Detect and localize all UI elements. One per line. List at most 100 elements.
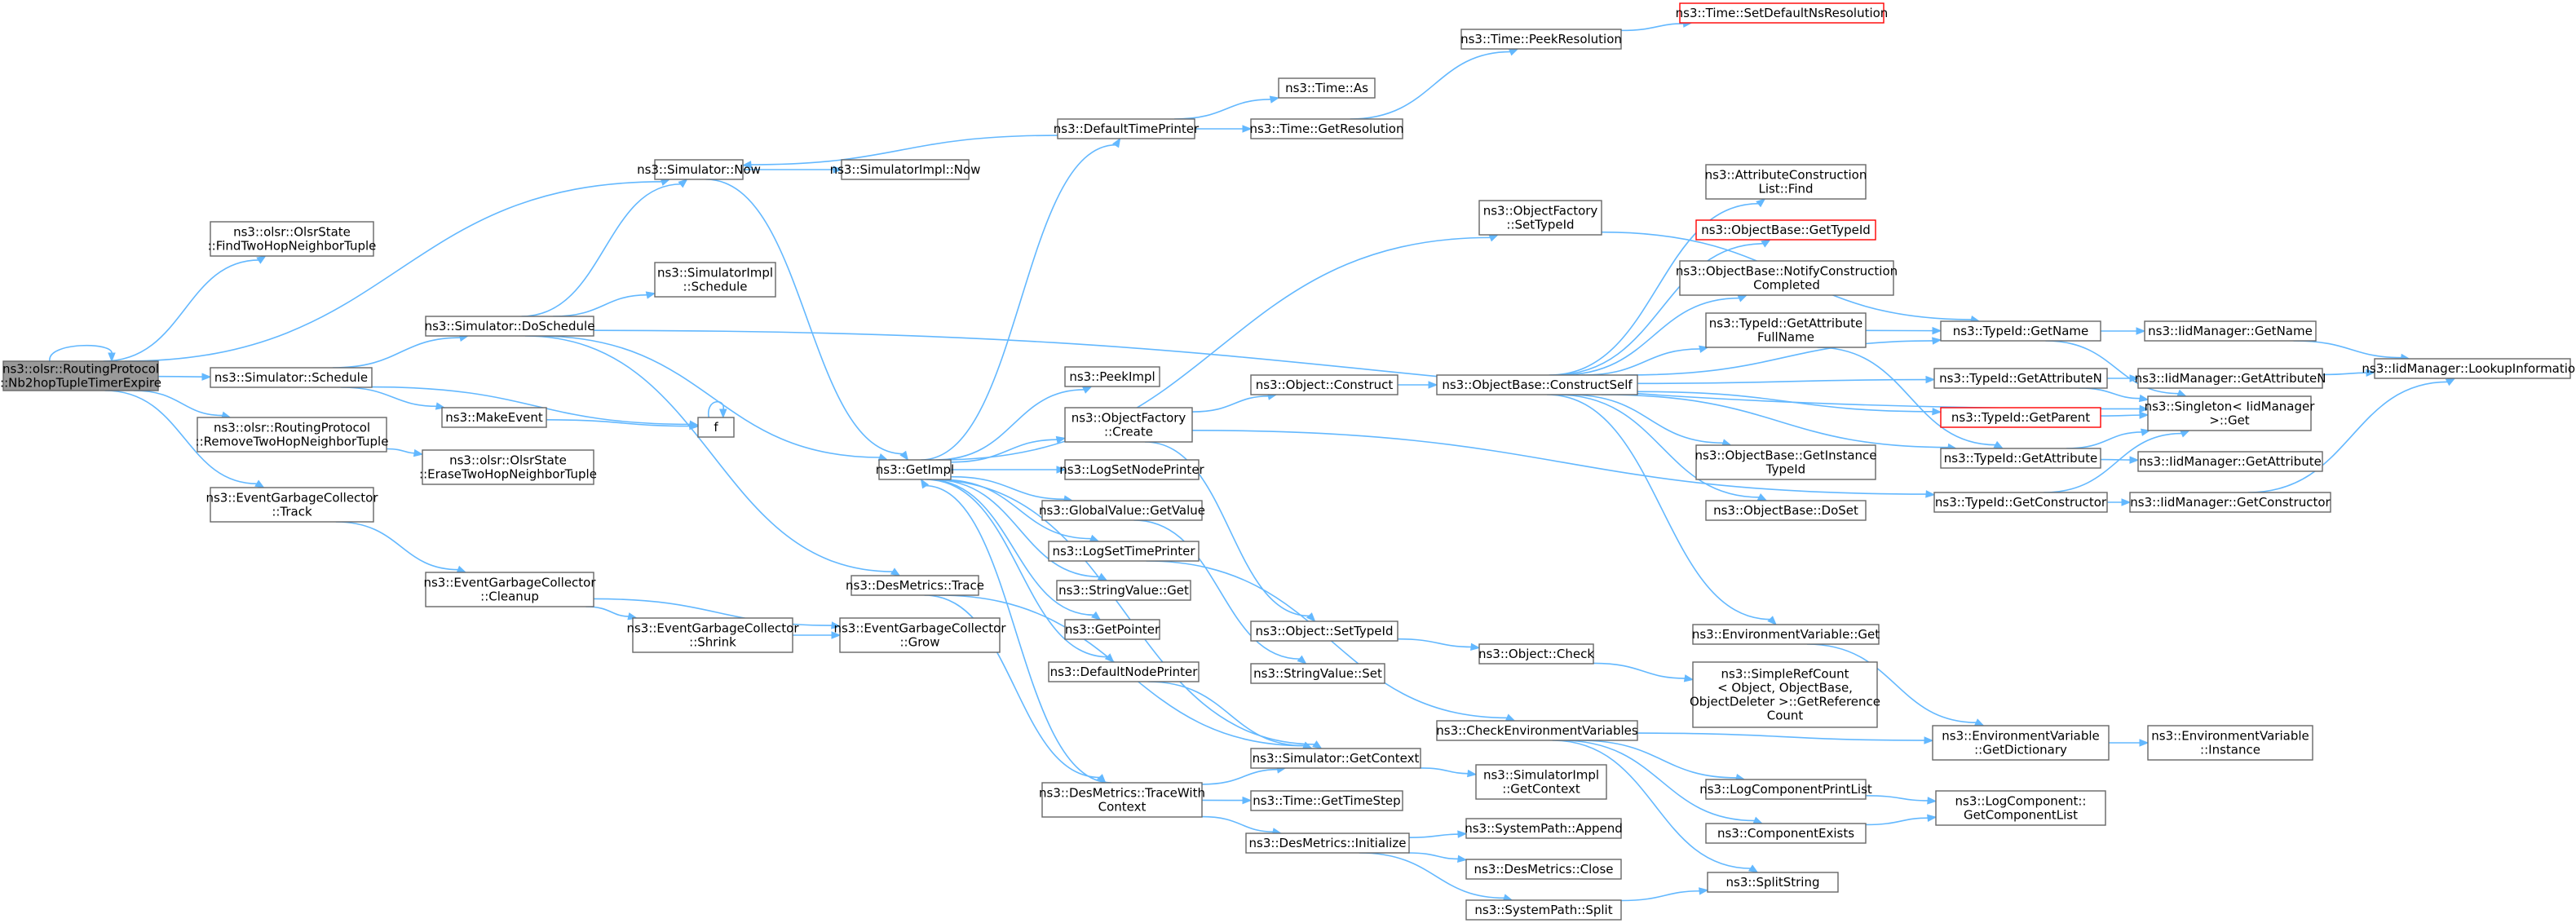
node-log-comp-print[interactable]: ns3::LogComponentPrintList <box>1699 779 1872 800</box>
node-label: ::SetTypeId <box>1506 218 1574 232</box>
node-time-as[interactable]: ns3::Time::As <box>1278 77 1376 99</box>
node-label: ns3::EventGarbageCollector <box>626 621 799 636</box>
node-time-set-def-ns[interactable]: ns3::Time::SetDefaultNsResolution <box>1676 2 1889 24</box>
node-iid-lookup[interactable]: ns3::IidManager::LookupInformation <box>2362 358 2576 379</box>
node-label: ns3::DesMetrics::Trace <box>846 578 984 593</box>
node-label: ns3::Time::PeekResolution <box>1460 32 1622 46</box>
node-sim-do-schedule[interactable]: ns3::Simulator::DoSchedule <box>425 316 595 337</box>
node-f[interactable]: f <box>697 417 735 438</box>
node-label: ns3::EventGarbageCollector <box>423 576 596 590</box>
node-label: ns3::Object::Construct <box>1256 378 1394 392</box>
edge-tid-get-ctor-to-singleton-get <box>2044 430 2190 493</box>
node-gv-get-value[interactable]: ns3::GlobalValue::GetValue <box>1039 500 1205 521</box>
edge-ob-construct-self-to-tid-get-name <box>1624 337 1942 376</box>
node-check-env[interactable]: ns3::CheckEnvironmentVariables <box>1436 720 1638 741</box>
node-sim-schedule[interactable]: ns3::Simulator::Schedule <box>210 367 373 388</box>
node-iid-get-attr[interactable]: ns3::IidManager::GetAttribute <box>2137 451 2323 472</box>
node-obj-construct[interactable]: ns3::Object::Construct <box>1250 374 1398 395</box>
node-erase-two-hop[interactable]: ns3::olsr::OlsrState::EraseTwoHopNeighbo… <box>419 449 597 485</box>
node-time-peek-res[interactable]: ns3::Time::PeekResolution <box>1460 29 1622 50</box>
node-peek-impl[interactable]: ns3::PeekImpl <box>1064 366 1160 387</box>
node-sys-append[interactable]: ns3::SystemPath::Append <box>1465 818 1623 839</box>
node-find-two-hop[interactable]: ns3::olsr::OlsrState::FindTwoHopNeighbor… <box>208 221 377 257</box>
node-log-set-time[interactable]: ns3::LogSetTimePrinter <box>1048 541 1200 562</box>
node-remove-two-hop[interactable]: ns3::olsr::RoutingProtocol::RemoveTwoHop… <box>196 417 389 453</box>
node-obj-check[interactable]: ns3::Object::Check <box>1478 643 1594 665</box>
node-log-comp-get-list[interactable]: ns3::LogComponent::GetComponentList <box>1935 790 2106 826</box>
node-label: f <box>714 420 718 435</box>
edge-ob-construct-self-to-env-get <box>1546 394 1777 625</box>
edge-egc-cleanup-to-egc-shrink <box>585 606 638 620</box>
node-sim-impl-now[interactable]: ns3::SimulatorImpl::Now <box>830 159 981 180</box>
node-label: ns3::TypeId::GetAttribute <box>1709 316 1862 331</box>
edge-root-to-root <box>49 344 116 363</box>
node-get-impl[interactable]: ns3::GetImpl <box>876 459 954 480</box>
node-tid-get-name[interactable]: ns3::TypeId::GetName <box>1940 320 2101 342</box>
node-ob-construct-self[interactable]: ns3::ObjectBase::ConstructSelf <box>1436 374 1638 395</box>
node-default-time-printer[interactable]: ns3::DefaultTimePrinter <box>1054 118 1200 139</box>
node-simple-ref[interactable]: ns3::SimpleRefCount< Object, ObjectBase,… <box>1690 661 1880 728</box>
node-ob-do-set[interactable]: ns3::ObjectBase::DoSet <box>1705 500 1867 521</box>
node-iid-get-attr-n[interactable]: ns3::IidManager::GetAttributeN <box>2135 368 2326 389</box>
node-label: ns3::Object::SetTypeId <box>1256 624 1394 638</box>
node-label: ns3::TypeId::GetConstructor <box>1935 495 2107 510</box>
node-sv-get[interactable]: ns3::StringValue::Get <box>1056 580 1191 601</box>
node-sys-split[interactable]: ns3::SystemPath::Split <box>1465 899 1622 921</box>
node-ob-notify[interactable]: ns3::ObjectBase::NotifyConstructionCompl… <box>1676 260 1898 296</box>
node-get-pointer[interactable]: ns3::GetPointer <box>1064 619 1160 640</box>
node-iid-get-ctor[interactable]: ns3::IidManager::GetConstructor <box>2129 492 2331 513</box>
node-tid-get-ctor[interactable]: ns3::TypeId::GetConstructor <box>1933 492 2108 513</box>
node-des-init[interactable]: ns3::DesMetrics::Initialize <box>1245 832 1410 854</box>
node-time-get-time-step[interactable]: ns3::Time::GetTimeStep <box>1250 790 1403 811</box>
node-iid-get-name[interactable]: ns3::IidManager::GetName <box>2144 320 2317 342</box>
node-des-trace[interactable]: ns3::DesMetrics::Trace <box>846 575 984 596</box>
node-root[interactable]: ns3::olsr::RoutingProtocol::Nb2hopTupleT… <box>0 360 161 391</box>
node-env-get[interactable]: ns3::EnvironmentVariable::Get <box>1692 624 1880 645</box>
node-obj-set-type-id[interactable]: ns3::Object::SetTypeId <box>1250 620 1398 642</box>
node-comp-exists[interactable]: ns3::ComponentExists <box>1705 823 1867 844</box>
node-label: ::GetDictionary <box>1974 743 2067 757</box>
node-sim-impl-schedule[interactable]: ns3::SimulatorImpl::Schedule <box>654 262 776 298</box>
node-sim-impl-get-ctx[interactable]: ns3::SimulatorImpl::GetContext <box>1475 764 1607 800</box>
node-label: ns3::EnvironmentVariable <box>1942 729 2099 744</box>
node-sim-get-ctx[interactable]: ns3::Simulator::GetContext <box>1250 748 1421 769</box>
edge-des-init-to-sys-split <box>1359 852 1513 902</box>
node-env-instance[interactable]: ns3::EnvironmentVariable::Instance <box>2147 725 2313 761</box>
node-of-create[interactable]: ns3::ObjectFactory::Create <box>1064 407 1193 443</box>
node-tid-get-parent[interactable]: ns3::TypeId::GetParent <box>1940 407 2101 428</box>
node-tid-get-attr-n[interactable]: ns3::TypeId::GetAttributeN <box>1933 368 2108 389</box>
node-egc-cleanup[interactable]: ns3::EventGarbageCollector::Cleanup <box>423 572 596 607</box>
edge-egc-shrink-to-egc-grow <box>793 631 842 639</box>
node-des-close[interactable]: ns3::DesMetrics::Close <box>1465 859 1622 880</box>
node-default-node-printer[interactable]: ns3::DefaultNodePrinter <box>1048 661 1200 682</box>
node-sv-set[interactable]: ns3::StringValue::Set <box>1250 663 1385 684</box>
node-split-string[interactable]: ns3::SplitString <box>1707 872 1839 893</box>
node-label: ns3::Time::GetTimeStep <box>1253 793 1400 808</box>
edge-root-to-egc-track <box>104 390 265 488</box>
edge-f-to-f <box>708 400 727 419</box>
edge-of-create-to-tid-get-ctor <box>1191 429 1936 498</box>
edge-gv-get-value-to-sv-set <box>1133 519 1307 665</box>
node-label: ns3::Singleton< IidManager <box>2145 400 2316 414</box>
node-log-set-node[interactable]: ns3::LogSetNodePrinter <box>1059 459 1205 480</box>
node-make-event[interactable]: ns3::MakeEvent <box>441 407 547 428</box>
edge-get-impl-to-log-set-node <box>951 466 1067 474</box>
node-egc-shrink[interactable]: ns3::EventGarbageCollector::Shrink <box>626 617 799 653</box>
node-singleton-get[interactable]: ns3::Singleton< IidManager>::Get <box>2145 395 2316 431</box>
edge-sim-now-to-get-impl <box>705 179 909 462</box>
node-egc-grow[interactable]: ns3::EventGarbageCollector::Grow <box>833 617 1006 653</box>
node-tid-get-attr[interactable]: ns3::TypeId::GetAttribute <box>1940 448 2101 469</box>
node-label: ns3::StringValue::Get <box>1058 583 1189 598</box>
node-time-get-res[interactable]: ns3::Time::GetResolution <box>1250 118 1404 139</box>
node-of-set-type-id[interactable]: ns3::ObjectFactory::SetTypeId <box>1478 200 1602 236</box>
edge-sim-do-schedule-to-des-trace <box>524 335 901 576</box>
edge-log-comp-print-to-log-comp-get-list <box>1865 795 1938 805</box>
node-egc-track[interactable]: ns3::EventGarbageCollector::Track <box>205 487 378 523</box>
node-env-get-dict[interactable]: ns3::EnvironmentVariable::GetDictionary <box>1932 725 2110 761</box>
node-sim-now[interactable]: ns3::Simulator::Now <box>637 159 761 180</box>
node-ob-get-type-id[interactable]: ns3::ObjectBase::GetTypeId <box>1695 219 1876 241</box>
